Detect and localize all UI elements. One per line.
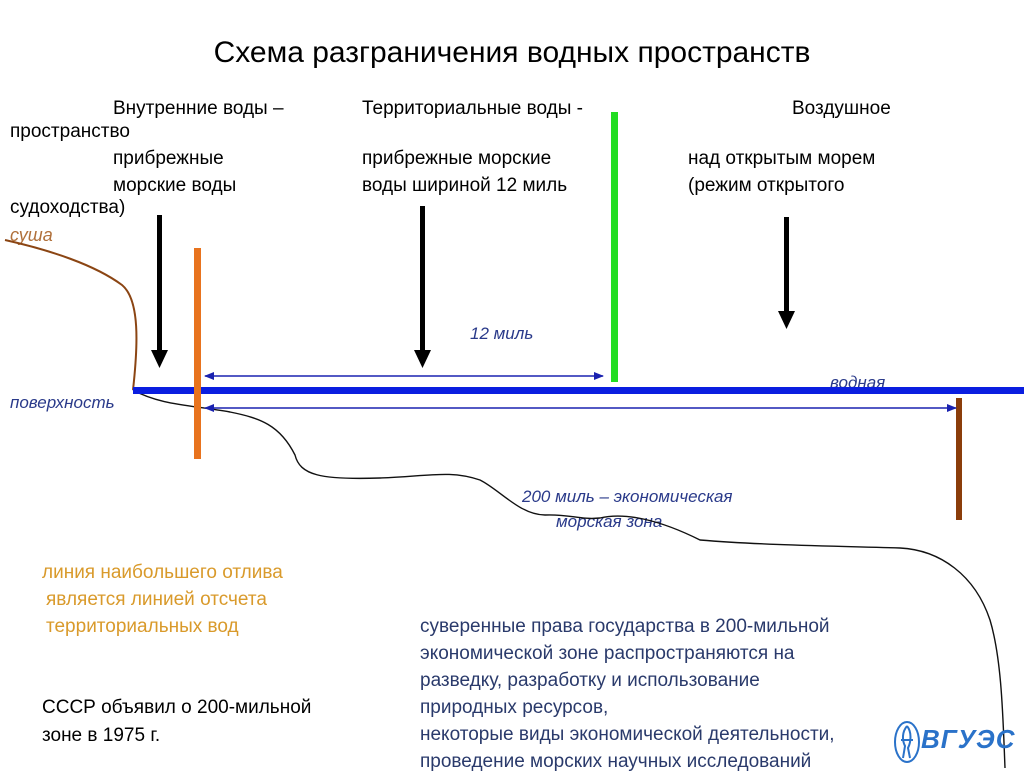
rights-note-line4: природных ресурсов, [420, 697, 609, 718]
eez-label-line1: 200 миль – экономическая [522, 487, 733, 506]
rights-note-line6: проведение морских научных исследований [420, 751, 812, 772]
land-label: суша [10, 225, 53, 245]
surface-label-left: поверхность [10, 393, 115, 412]
arrow-airspace [778, 217, 795, 329]
internal-waters-line1: Внутренние воды – [113, 98, 284, 119]
surface-label-right: водная [830, 373, 886, 392]
logo-emblem-icon [894, 721, 920, 763]
rights-note-line2: экономической зоне распространяются на [420, 643, 795, 664]
territorial-waters-line3: воды шириной 12 миль [362, 175, 568, 196]
low-tide-note-line2: является линией отсчета [46, 589, 267, 610]
airspace-line1: Воздушное [792, 98, 891, 119]
internal-waters-line2: прибрежные [113, 148, 224, 169]
territorial-waters-line1: Территориальные воды - [362, 98, 584, 119]
arrow-territorial-waters [414, 206, 431, 368]
airspace-wrap-line2: судоходства) [10, 197, 126, 218]
university-logo: ВГУЭС [893, 718, 1014, 766]
arrow-internal-waters [151, 215, 168, 368]
twelve-miles-label: 12 миль [470, 324, 534, 343]
rights-note-line1: суверенные права государства в 200-мильн… [420, 616, 830, 637]
ussr-note-line2: зоне в 1975 г. [42, 725, 161, 746]
page-title: Схема разграничения водных пространств [213, 36, 811, 69]
airspace-wrap-line1: пространство [10, 121, 130, 142]
territorial-boundary-line [611, 112, 618, 382]
ussr-note-line1: СССР объявил о 200-мильной [42, 697, 312, 718]
airspace-line2: над открытым морем [688, 148, 876, 169]
baseline-line [194, 248, 201, 459]
land-coastline [4, 239, 138, 391]
eez-boundary-line [956, 398, 962, 520]
rights-note-line3: разведку, разработку и использование [420, 670, 760, 691]
seabed-curve [132, 389, 1006, 768]
water-surface-line [133, 387, 1024, 394]
low-tide-note-line1: линия наибольшего отлива [42, 562, 283, 583]
internal-waters-line3: морские воды [113, 175, 237, 196]
rights-note-line5: некоторые виды экономической деятельност… [420, 724, 835, 745]
low-tide-note-line3: территориальных вод [46, 616, 239, 637]
logo-text: ВГУЭС [921, 724, 1016, 754]
airspace-line3: (режим открытого [688, 175, 845, 196]
territorial-waters-line2: прибрежные морские [362, 148, 552, 169]
